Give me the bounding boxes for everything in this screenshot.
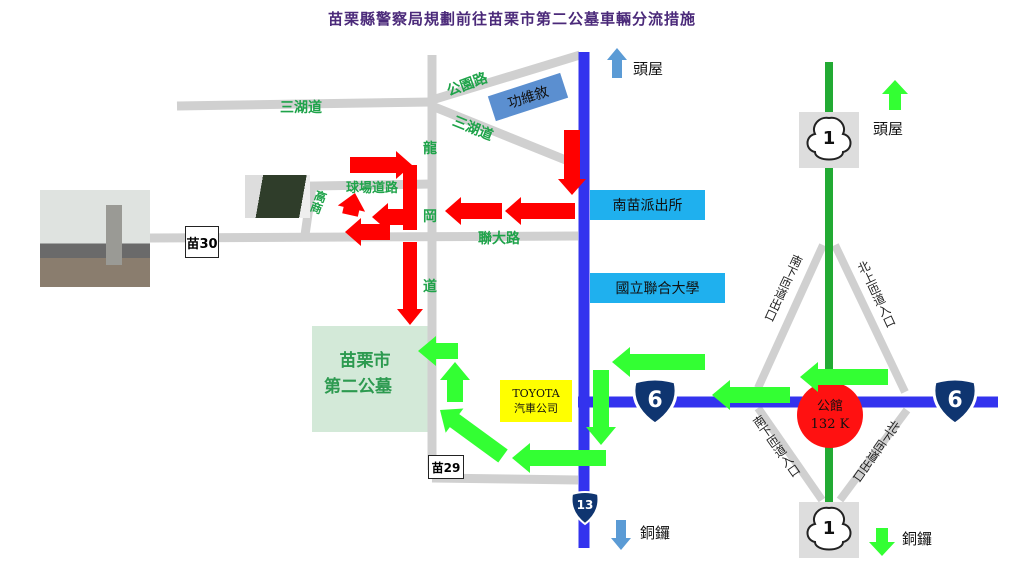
red-route-arrow: [397, 242, 423, 325]
route-sign-miao30: 苗30: [185, 226, 219, 258]
landmark-police-station: 南苗派出所: [590, 190, 705, 220]
road-label-longgang-3: 道: [423, 279, 437, 295]
road-label-sanhu-west: 三湖道: [280, 100, 322, 116]
landmark-toyota: TOYOTA 汽車公司: [500, 380, 572, 422]
road-sanhu-diag: [430, 101, 580, 170]
shield-fwy1-top: [799, 112, 859, 168]
cemetery-line1: 苗栗市: [339, 351, 391, 371]
road-label-lianda: 聯大路: [478, 231, 520, 247]
green-route-arrow: [440, 362, 470, 402]
red-route-arrow: [505, 197, 575, 225]
route-sign-6-left: 6: [647, 388, 663, 413]
blue-up-arrow: [607, 48, 627, 78]
route-sign-1-top: 1: [822, 128, 836, 149]
red-route-arrow: [558, 130, 586, 195]
interchange-line2: 132 K: [810, 417, 850, 432]
green-route-arrow: [586, 370, 616, 445]
route-sign-1-bottom: 1: [822, 518, 836, 539]
green-route-arrow: [418, 336, 458, 366]
green-down-arrow: [869, 528, 895, 556]
shield-fwy6-left: [632, 377, 678, 426]
shield-fwy6-right: [932, 377, 978, 426]
school-gate-photo: [40, 190, 150, 287]
red-route-segment: [403, 165, 417, 230]
direction-tongluo-left: 銅鑼: [640, 524, 671, 542]
landmark-university: 國立聯合大學: [590, 273, 725, 303]
direction-toutun-left: 頭屋: [633, 60, 664, 78]
ramp-sb-entry: [754, 405, 826, 503]
green-route-arrow: [512, 443, 606, 473]
cemetery-line2: 第二公墓: [324, 377, 392, 397]
green-up-arrow: [882, 80, 908, 110]
route-sign-13: 13: [576, 498, 594, 512]
toyota-line1: TOYOTA: [512, 387, 560, 400]
road-sanhu-west: [176, 97, 433, 111]
ramp-sb-exit: [754, 243, 827, 390]
green-route-arrow: [612, 347, 705, 377]
direction-tongluo-right: 銅鑼: [902, 530, 933, 548]
red-route-arrow: [337, 193, 366, 217]
interchange-label: 公館 132 K: [805, 398, 855, 434]
road-qiuchang: [300, 179, 433, 236]
interchange-line1: 公館: [816, 399, 843, 414]
blue-down-arrow: [611, 520, 631, 550]
road-label-longgang-1: 龍: [423, 141, 437, 157]
road-label-longgang-2: 岡: [423, 209, 437, 225]
green-route-arrow: [440, 408, 508, 463]
green-route-arrow: [712, 380, 790, 410]
gongguan-interchange-marker: [797, 382, 863, 448]
cemetery-label: 苗栗市 第二公墓: [324, 348, 392, 400]
green-route-arrow: [800, 362, 888, 392]
red-route-arrow: [345, 218, 390, 246]
toyota-line2: 汽車公司: [514, 402, 558, 415]
ramp-nb-exit: [836, 407, 911, 503]
red-route-arrow: [350, 151, 412, 179]
red-route-arrow: [445, 197, 502, 225]
direction-toutun-right: 頭屋: [873, 120, 904, 138]
stadium-photo: [245, 175, 310, 218]
route-sign-6-right: 6: [947, 388, 963, 413]
cemetery-area: [312, 326, 432, 432]
page-title: 苗栗縣警察局規劃前往苗栗市第二公墓車輛分流措施: [327, 10, 696, 28]
route-sign-miao29: 苗29: [428, 455, 464, 479]
ramp-nb-entry: [831, 243, 909, 394]
shield-prov13: [570, 491, 600, 526]
road-gongyuan: [430, 50, 582, 105]
road-label-qiuchang: 球場道路: [346, 181, 399, 196]
shield-fwy1-bottom: [799, 502, 859, 558]
